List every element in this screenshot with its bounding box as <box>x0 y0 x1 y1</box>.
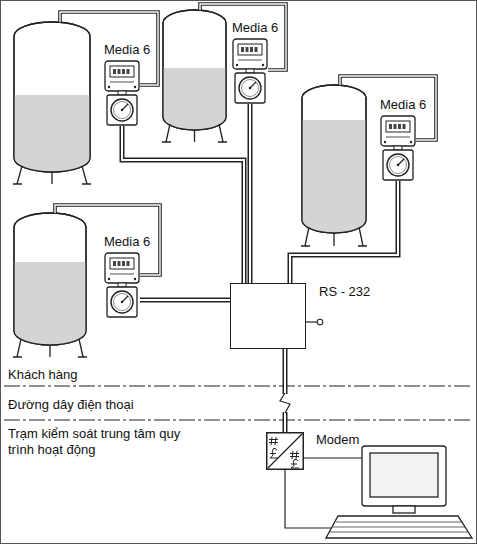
media-6-instrument: Media 6 <box>104 60 140 126</box>
device-label: Media 6 <box>104 42 150 58</box>
media-6-instrument: Media 6 <box>232 38 268 104</box>
zone-label: Khách hàng <box>8 367 208 383</box>
pressure-gauge-symbol <box>232 38 268 104</box>
device-label: Modem <box>316 432 359 448</box>
device-label: Media 6 <box>380 97 426 113</box>
signal-cable <box>285 349 286 432</box>
signal-cable <box>250 104 251 283</box>
signal-cable <box>140 300 230 301</box>
pressure-gauge-symbol <box>104 252 140 318</box>
pressure-gauge-symbol <box>104 60 140 126</box>
modem-box: Modem <box>266 432 304 470</box>
device-label: Media 6 <box>104 234 150 250</box>
signal-cable <box>290 181 398 283</box>
device-label: Media 6 <box>232 20 278 36</box>
media-6-instrument: Media 6 <box>104 252 140 318</box>
pressure-gauge-symbol <box>380 115 416 181</box>
device-label: RS - 232 <box>319 284 370 300</box>
media-6-instrument: Media 6 <box>380 115 416 181</box>
zone-label: Trạm kiểm soát trung tâm quy trình hoạt … <box>8 426 186 458</box>
zone-label: Đường dây điện thoại <box>8 397 208 413</box>
modem-symbol <box>266 432 304 470</box>
signal-cable <box>122 126 244 283</box>
junction-box: RS - 232 <box>230 283 306 349</box>
